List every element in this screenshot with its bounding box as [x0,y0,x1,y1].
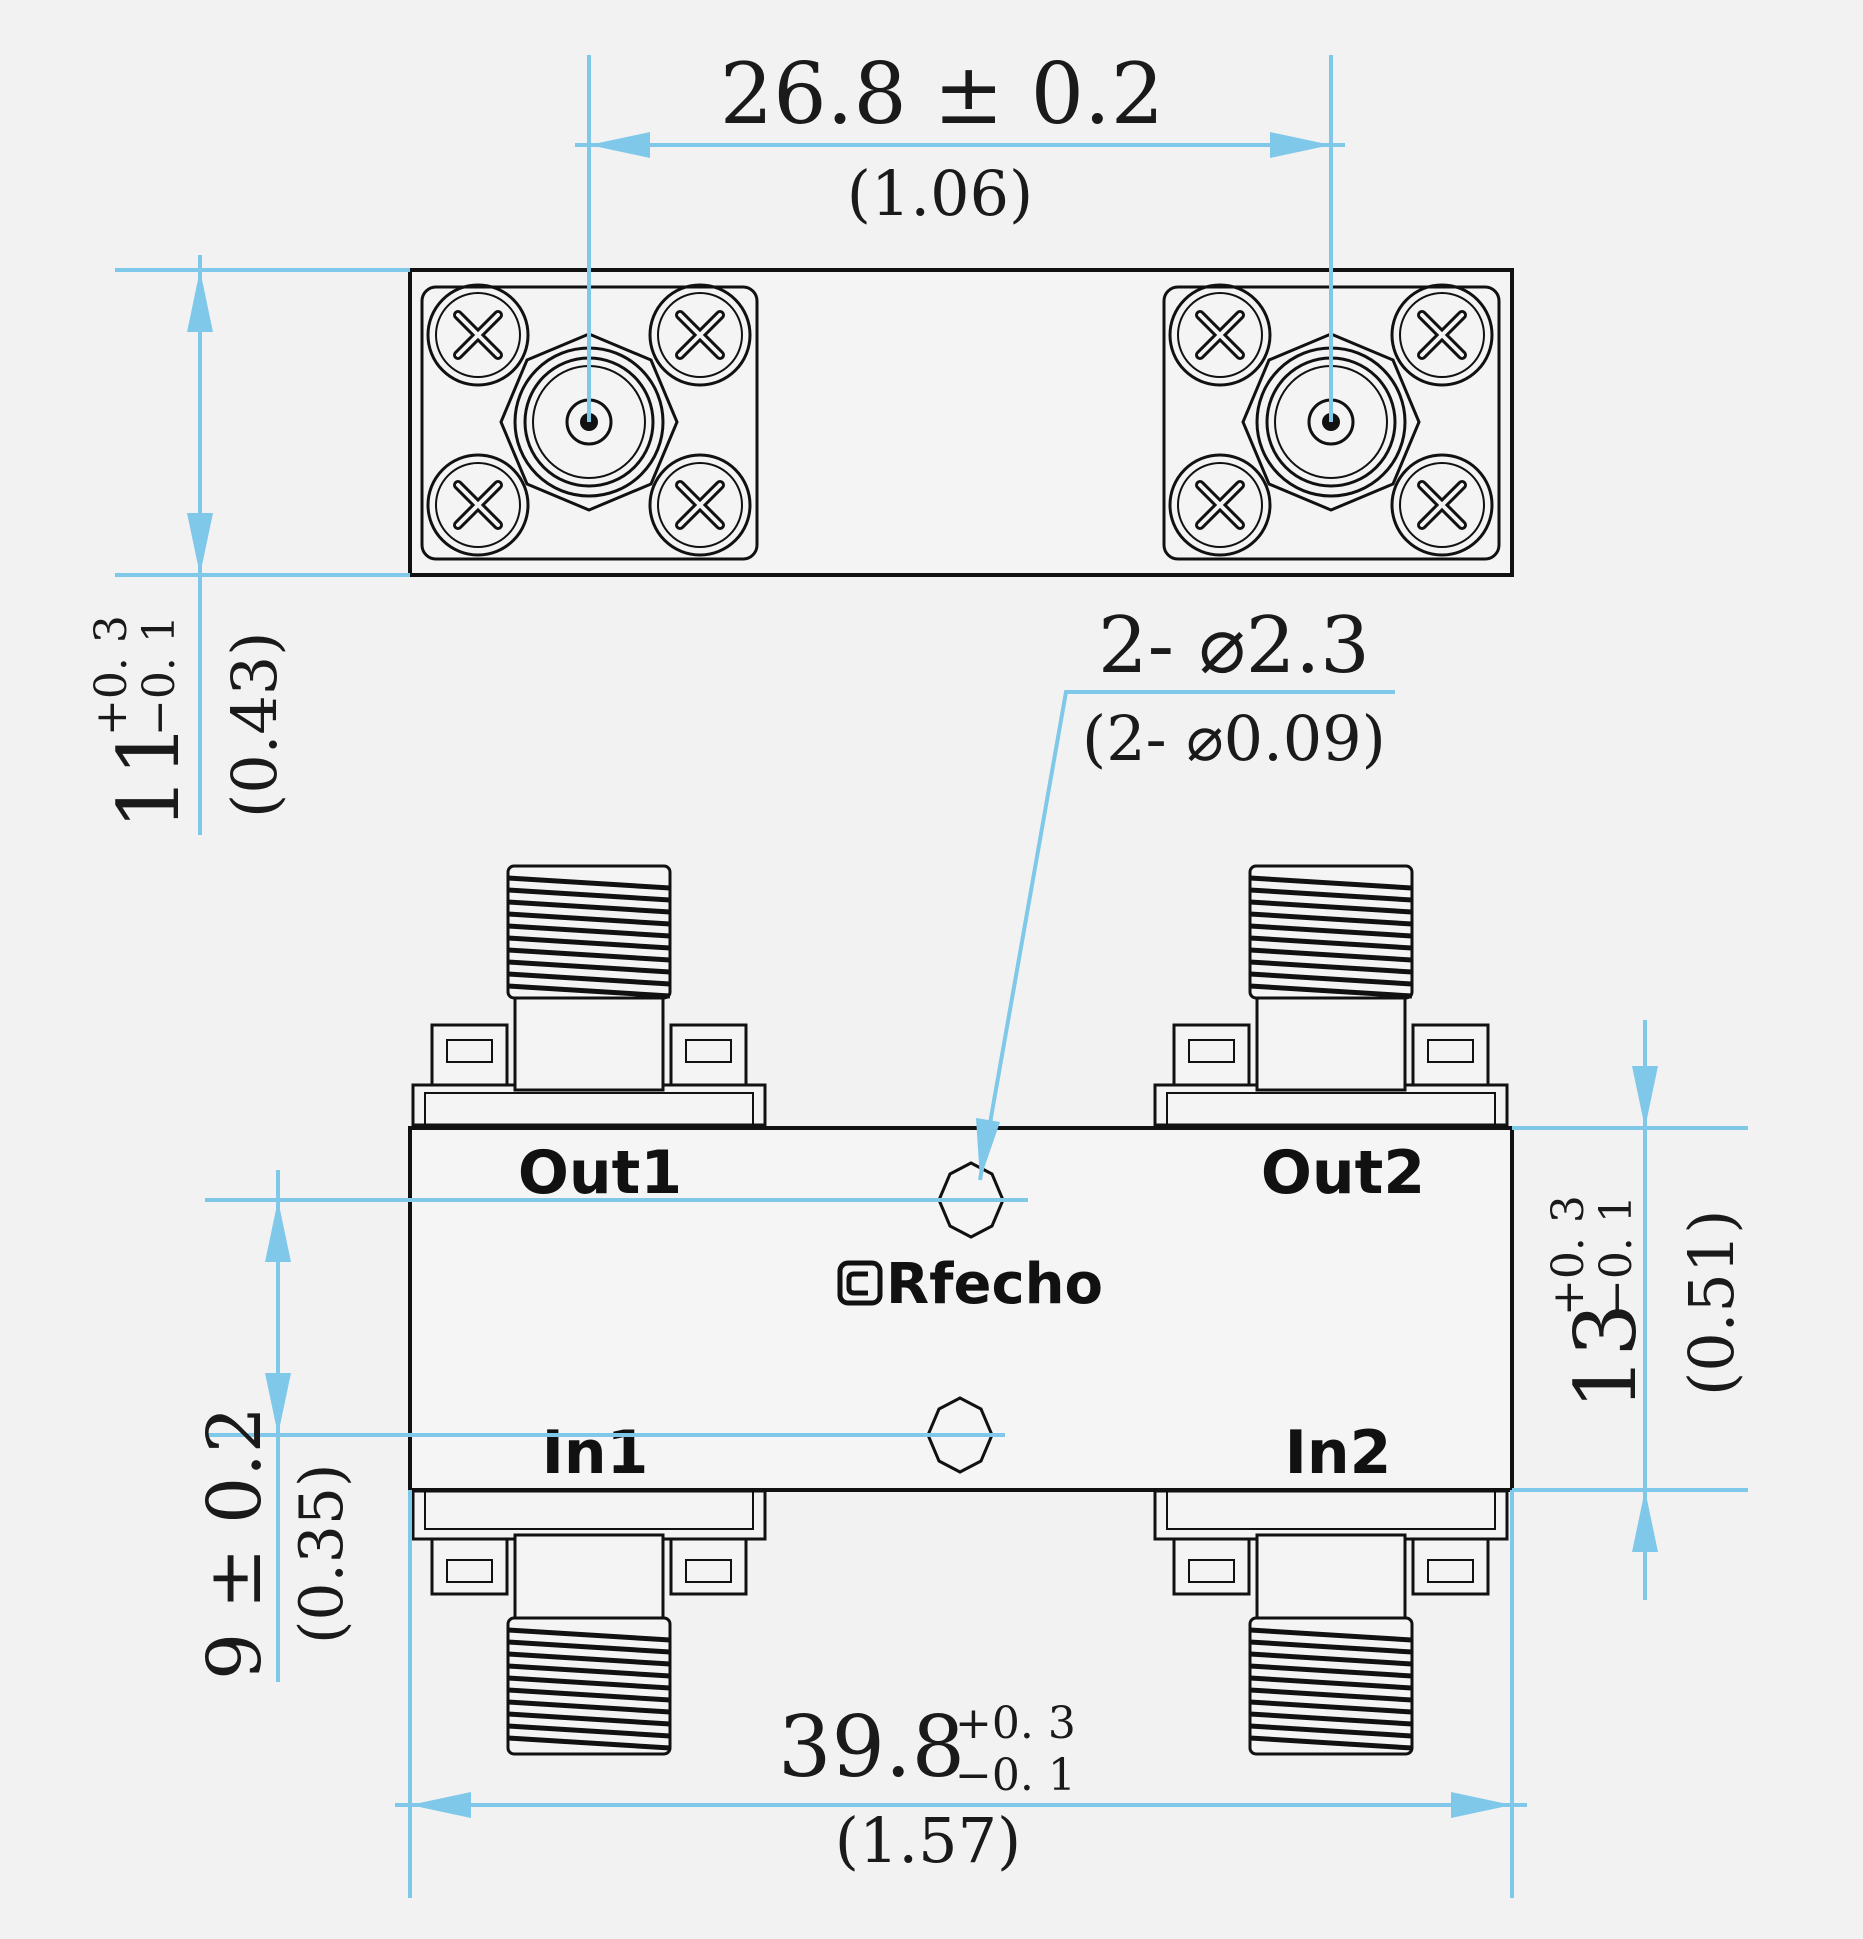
connector-in1-icon [411,1489,767,1756]
screw-icon [426,283,530,387]
dim-body-height-tol-minus: −0. 1 [1591,1195,1642,1316]
screw-icon [648,283,752,387]
dim-side-height-inch: (0.43) [218,632,291,818]
dim-side-height-tol-minus: −0. 1 [134,615,185,736]
dim-total-length-inch: (1.57) [835,1804,1021,1877]
dim-body-height-tol-plus: +0. 3 [1543,1195,1594,1316]
dim-hole-spacing-value: 9 ± 0.2 [192,1406,278,1680]
top-view: Out1 Out2 In1 In2 Rfecho [408,864,1514,1756]
dim-side-height-base: 11 [100,723,198,830]
screw-icon [1390,283,1494,387]
dim-hole-inch: (2- ⌀0.09) [1082,702,1386,775]
screw-icon [1168,283,1272,387]
top-view-body [408,1126,1514,1492]
port-label-out2: Out2 [1261,1138,1425,1208]
side-view [408,268,1514,577]
screw-icon [1168,453,1272,557]
dim-top-spacing-value: 26.8 ± 0.2 [720,45,1164,143]
port-label-in1: In1 [542,1418,649,1488]
dim-body-height-base: 13 [1557,1303,1655,1410]
connector-out1-icon [411,864,767,1127]
brand-name: Rfecho [886,1252,1103,1317]
port-label-out1: Out1 [518,1138,682,1208]
brand-logo: Rfecho [837,1252,1103,1317]
dim-total-length-tol-minus: −0. 1 [955,1750,1076,1801]
connector-out2-icon [1153,864,1509,1127]
port-label-in2: In2 [1285,1418,1392,1488]
screw-icon [648,453,752,557]
dim-body-height-inch: (0.51) [1675,1210,1748,1396]
dim-side-height-tol-plus: +0. 3 [86,615,137,736]
dim-top-spacing-inch: (1.06) [847,157,1033,230]
dim-total-length-tol-plus: +0. 3 [955,1698,1076,1749]
dimension-arrows [187,132,1658,1818]
connector-in2-icon [1153,1489,1509,1756]
screw-icon [426,453,530,557]
screw-icon [1390,453,1494,557]
right-flange [1162,283,1501,561]
brand-icon [837,1260,883,1306]
dim-hole-value: 2- ⌀2.3 [1098,601,1370,691]
dim-hole-spacing-inch: (0.35) [287,1464,357,1644]
dim-total-length-base: 39.8 [778,1698,965,1796]
